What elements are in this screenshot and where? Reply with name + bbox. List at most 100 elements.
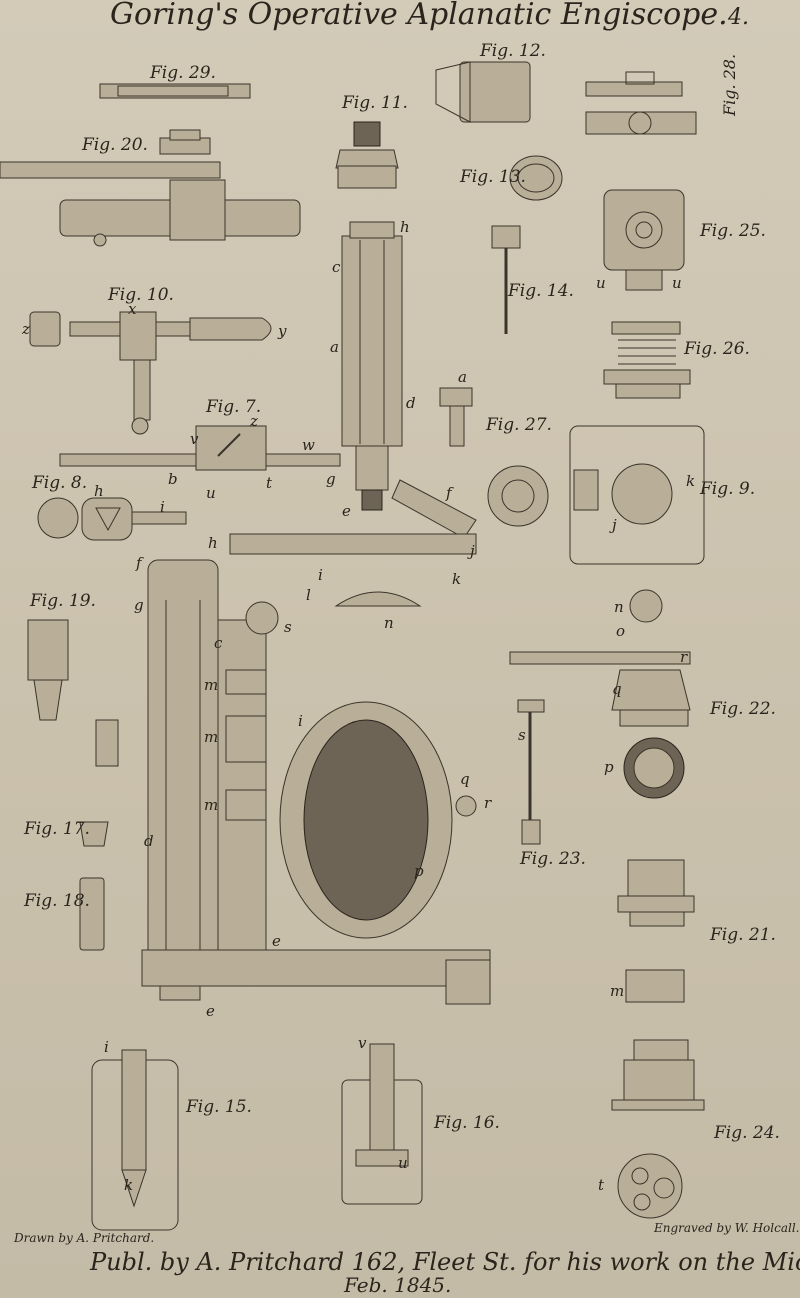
letter-e3: e bbox=[206, 1002, 215, 1020]
letter-g: g bbox=[326, 470, 336, 488]
letter-q2: q bbox=[612, 680, 622, 698]
letter-h3: h bbox=[208, 534, 218, 552]
fig-11-eyepiece bbox=[335, 121, 399, 189]
fig-10-drawing bbox=[29, 311, 272, 435]
fig-27-label: Fig. 27. bbox=[485, 415, 552, 435]
letter-y: y bbox=[277, 322, 287, 340]
letter-k2: k bbox=[124, 1176, 133, 1194]
fig-20-label: Fig. 20. bbox=[81, 135, 148, 155]
letter-x: x bbox=[128, 300, 137, 318]
letter-p2: p bbox=[604, 758, 614, 776]
fig-18-label: Fig. 18. bbox=[23, 891, 90, 911]
letter-v: v bbox=[190, 430, 199, 448]
fig-23-label: Fig. 23. bbox=[519, 849, 586, 869]
letter-d: d bbox=[406, 394, 416, 412]
fig-12-drawing bbox=[435, 61, 531, 123]
fig-17-drawing bbox=[79, 821, 109, 847]
fig-13-disc bbox=[509, 155, 563, 201]
letter-i: i bbox=[160, 498, 165, 516]
letter-c2: c bbox=[214, 634, 223, 652]
letter-w: w bbox=[302, 436, 315, 454]
letter-k3: k bbox=[686, 472, 695, 490]
fig-11-label: Fig. 11. bbox=[341, 93, 408, 113]
fig-23-drawing bbox=[517, 699, 545, 845]
fig-18-drawing bbox=[79, 877, 105, 951]
letter-e: e bbox=[342, 502, 351, 520]
fig-14-label: Fig. 14. bbox=[507, 281, 574, 301]
fig-10-label: Fig. 10. bbox=[107, 285, 174, 305]
letter-z: z bbox=[21, 320, 30, 338]
fig-25-label: Fig. 25. bbox=[699, 221, 766, 241]
letter-u: u bbox=[206, 484, 216, 502]
fig-28-label: Fig. 28. bbox=[720, 54, 739, 117]
plate-title: Goring's Operative Aplanatic Engiscope. bbox=[110, 0, 728, 32]
letter-r: r bbox=[484, 794, 492, 812]
main-microscope bbox=[141, 221, 491, 1005]
letter-q: q bbox=[460, 770, 470, 788]
letter-j: j bbox=[467, 542, 475, 560]
fig-7-stage bbox=[59, 425, 341, 471]
imprint-line: Publ. by A. Pritchard 162, Fleet St. for… bbox=[89, 1248, 800, 1276]
letter-n: n bbox=[384, 614, 394, 632]
letter-u2: u bbox=[398, 1154, 408, 1172]
fig-16-drawing bbox=[341, 1043, 423, 1205]
letter-z2: z bbox=[249, 412, 258, 430]
letter-h2: h bbox=[94, 482, 104, 500]
plate-number: 4. bbox=[727, 5, 749, 30]
letter-a: a bbox=[330, 338, 339, 356]
fig-7-label: Fig. 7. bbox=[205, 397, 261, 417]
fig-22-drawing bbox=[509, 589, 691, 799]
fig-25-drawing bbox=[603, 189, 685, 291]
fig-8-drawing bbox=[37, 497, 187, 541]
letter-b: b bbox=[168, 470, 178, 488]
drawn-by-credit: Drawn by A. Pritchard. bbox=[13, 1231, 154, 1245]
letter-h: h bbox=[400, 218, 410, 236]
fig-22-label: Fig. 22. bbox=[709, 699, 776, 719]
letter-m4: m bbox=[610, 982, 624, 1000]
fig-21-drawing bbox=[617, 859, 695, 1003]
letter-e2: e bbox=[272, 932, 281, 950]
fig-28-drawing bbox=[585, 71, 697, 135]
fig-16-label: Fig. 16. bbox=[433, 1113, 500, 1133]
letter-m3: m bbox=[204, 796, 218, 814]
engraved-by-credit: Engraved by W. Holcall. bbox=[653, 1221, 799, 1235]
imprint-date: Feb. 1845. bbox=[343, 1273, 451, 1297]
letter-t: t bbox=[266, 474, 273, 492]
letter-m: m bbox=[204, 676, 218, 694]
fig-20-drawing bbox=[0, 129, 301, 247]
fig-17-label: Fig. 17. bbox=[23, 819, 90, 839]
letter-n2: n bbox=[614, 598, 624, 616]
letter-v2: v bbox=[358, 1034, 367, 1052]
letter-f: f bbox=[445, 484, 454, 502]
letter-d2: d bbox=[144, 832, 154, 850]
letter-m2: m bbox=[204, 728, 218, 746]
letter-l: l bbox=[306, 586, 311, 604]
letter-i2: i bbox=[318, 566, 323, 584]
letter-p: p bbox=[414, 862, 424, 880]
letter-f2: f bbox=[135, 554, 144, 572]
letter-A: a bbox=[458, 368, 467, 386]
letter-c: c bbox=[332, 258, 341, 276]
letter-o: o bbox=[616, 622, 625, 640]
fig-19-lamp bbox=[27, 619, 119, 767]
fig-12-label: Fig. 12. bbox=[479, 41, 546, 61]
fig-29-slider bbox=[99, 83, 251, 99]
fig-24-drawing bbox=[611, 1039, 705, 1219]
letter-i3: i bbox=[298, 712, 303, 730]
fig-8-label: Fig. 8. bbox=[31, 473, 87, 493]
fig-15-drawing bbox=[91, 1049, 179, 1231]
fig-14-drawing bbox=[491, 225, 521, 334]
fig-9-label: Fig. 9. bbox=[699, 479, 755, 499]
letter-j2: j bbox=[609, 516, 617, 534]
fig-26-spring bbox=[603, 321, 691, 399]
letter-u4: u bbox=[672, 274, 682, 292]
reference-letters: h c a d a x y z z v w b t u h i g f e j … bbox=[21, 218, 695, 1194]
letter-s: s bbox=[284, 618, 292, 636]
fig-27-drawing bbox=[439, 387, 549, 527]
letter-i4: i bbox=[104, 1038, 109, 1056]
letter-s2: s bbox=[518, 726, 526, 744]
fig-26-label: Fig. 26. bbox=[683, 339, 750, 359]
fig-24-label: Fig. 24. bbox=[713, 1123, 780, 1143]
